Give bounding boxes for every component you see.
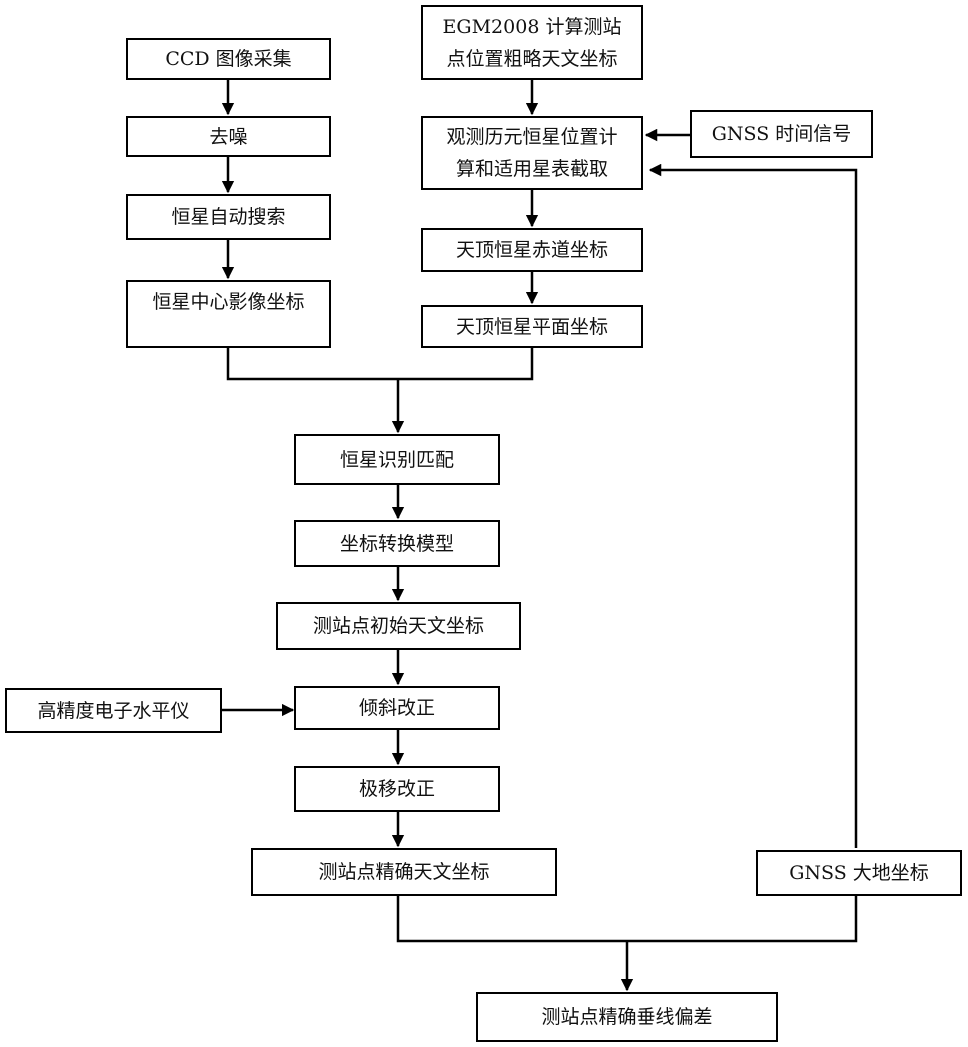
node-precise-astro-coords: 测站点精确天文坐标 bbox=[251, 848, 557, 896]
node-label: 测站点精确天文坐标 bbox=[318, 856, 489, 888]
merge-line-upper bbox=[228, 348, 532, 379]
merge-line-lower bbox=[398, 896, 856, 941]
node-label: CCD 图像采集 bbox=[165, 43, 291, 75]
node-polar-motion-correction: 极移改正 bbox=[294, 766, 500, 812]
node-label: 测站点精确垂线偏差 bbox=[541, 1001, 712, 1033]
arrow-gnss-geodetic-to-ephemeris bbox=[650, 170, 856, 848]
node-vertical-deflection: 测站点精确垂线偏差 bbox=[476, 992, 778, 1042]
node-label: 坐标转换模型 bbox=[340, 528, 454, 560]
node-coord-transform: 坐标转换模型 bbox=[294, 520, 500, 567]
node-label: GNSS 大地坐标 bbox=[789, 857, 929, 889]
node-electronic-level: 高精度电子水平仪 bbox=[5, 688, 222, 733]
node-label: 恒星中心影像坐标 bbox=[152, 286, 304, 318]
node-label: 天顶恒星赤道坐标 bbox=[456, 234, 608, 266]
node-label-line2: 点位置粗略天文坐标 bbox=[443, 43, 622, 75]
node-gnss-geodetic-coords: GNSS 大地坐标 bbox=[756, 850, 962, 896]
node-denoise: 去噪 bbox=[126, 116, 331, 157]
node-label-line1: 观测历元恒星位置计 bbox=[446, 121, 617, 153]
node-star-center-coords: 恒星中心影像坐标 bbox=[126, 280, 331, 348]
node-star-match: 恒星识别匹配 bbox=[294, 434, 500, 485]
node-label: 天顶恒星平面坐标 bbox=[456, 311, 608, 343]
node-label: 极移改正 bbox=[359, 773, 435, 805]
node-label: 倾斜改正 bbox=[359, 692, 435, 724]
node-zenith-plane: 天顶恒星平面坐标 bbox=[421, 305, 643, 348]
node-tilt-correction: 倾斜改正 bbox=[294, 686, 500, 730]
node-label-line2: 算和适用星表截取 bbox=[446, 153, 617, 185]
node-label: 测站点初始天文坐标 bbox=[313, 610, 484, 642]
node-zenith-equatorial: 天顶恒星赤道坐标 bbox=[421, 228, 643, 272]
node-label: GNSS 时间信号 bbox=[712, 118, 852, 150]
node-star-auto-search: 恒星自动搜索 bbox=[126, 194, 331, 240]
node-ccd-capture: CCD 图像采集 bbox=[126, 38, 331, 80]
node-gnss-time-signal: GNSS 时间信号 bbox=[690, 110, 873, 158]
node-initial-astro-coords: 测站点初始天文坐标 bbox=[276, 602, 521, 650]
node-label: 恒星识别匹配 bbox=[340, 444, 454, 476]
node-label: 去噪 bbox=[209, 121, 247, 153]
node-label: 高精度电子水平仪 bbox=[37, 695, 189, 727]
node-label-line1: EGM2008 计算测站 bbox=[443, 11, 622, 43]
node-label: 恒星自动搜索 bbox=[171, 201, 285, 233]
node-egm2008: EGM2008 计算测站 点位置粗略天文坐标 bbox=[421, 5, 643, 80]
node-ephemeris: 观测历元恒星位置计 算和适用星表截取 bbox=[421, 116, 643, 190]
